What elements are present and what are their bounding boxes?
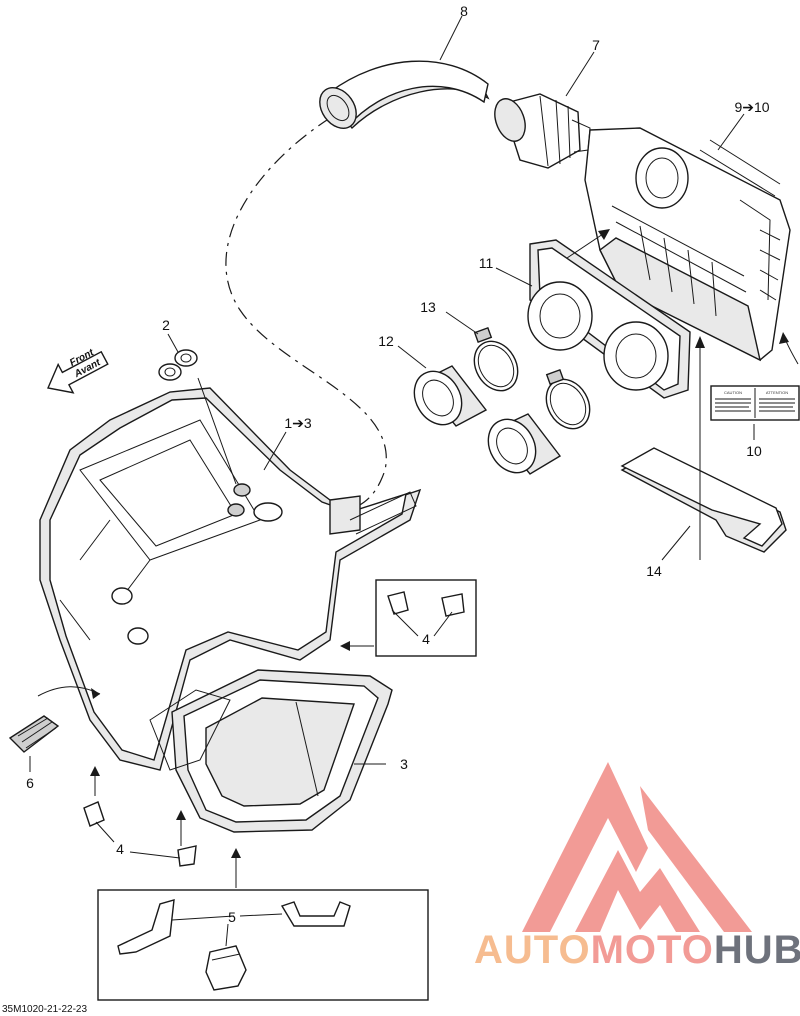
logo-inner-m [575,850,700,932]
watermark-logo: AUTOMOTOHUB [474,762,800,972]
watermark-auto: AUTO [474,928,591,972]
callout-13: 13 [420,299,436,315]
callout-5: 5 [228,909,236,925]
callout-14: 14 [646,563,662,579]
part-clips-lower [83,801,197,867]
callout-7: 7 [592,37,600,53]
callout-3: 3 [400,756,408,772]
part-clamp-upper [473,327,519,392]
callout-8: 8 [460,3,468,19]
callout-12: 12 [378,333,394,349]
callout-11: 11 [479,255,494,271]
part-clips-inset [375,579,477,657]
part-warning-decal: CAUTION ATTENTION [710,385,800,421]
part-airbox-base [527,239,691,399]
assembly-arrows [90,229,799,888]
logo-triangle-right [640,786,752,932]
callout-4-lower: 4 [116,841,124,857]
part-sleeve-lower [487,413,562,475]
part-hose [319,60,490,130]
callout-1-to-3: 1➔3 [284,415,312,431]
hose-routing-line [225,117,387,511]
part-sleeve-upper [413,365,488,427]
logo-triangle-outer [522,762,648,932]
part-strap [8,686,101,753]
decal-caution-heading: CAUTION [724,390,742,395]
watermark-hub: HUB [714,928,800,972]
callout-10: 10 [746,443,762,459]
figure-code: 35M1020-21-22-23 [2,1004,87,1015]
callout-leaders [29,15,755,947]
callout-labels: 8 7 9➔10 11 13 12 10 14 2 1➔3 4 3 6 4 5 [26,3,770,925]
callout-9-to-10: 9➔10 [734,99,769,115]
part-adapter-boot [494,93,591,169]
part-airbox-cover [584,127,791,362]
watermark-moto: MOTO [591,928,714,972]
front-direction-arrow-icon: Front Avant [47,347,109,394]
part-clips-box [97,889,429,1001]
part-filter-frame [149,669,393,833]
decal-attention-heading: ATTENTION [766,390,788,395]
part-grommets [158,349,198,381]
part-main-housing [39,387,422,771]
part-seal-plate [620,447,787,553]
callout-4-inset: 4 [422,631,430,647]
part-clamp-lower [545,369,591,430]
callout-6: 6 [26,775,34,791]
callout-2: 2 [162,317,170,333]
watermark-wordmark: AUTOMOTOHUB [474,928,800,972]
